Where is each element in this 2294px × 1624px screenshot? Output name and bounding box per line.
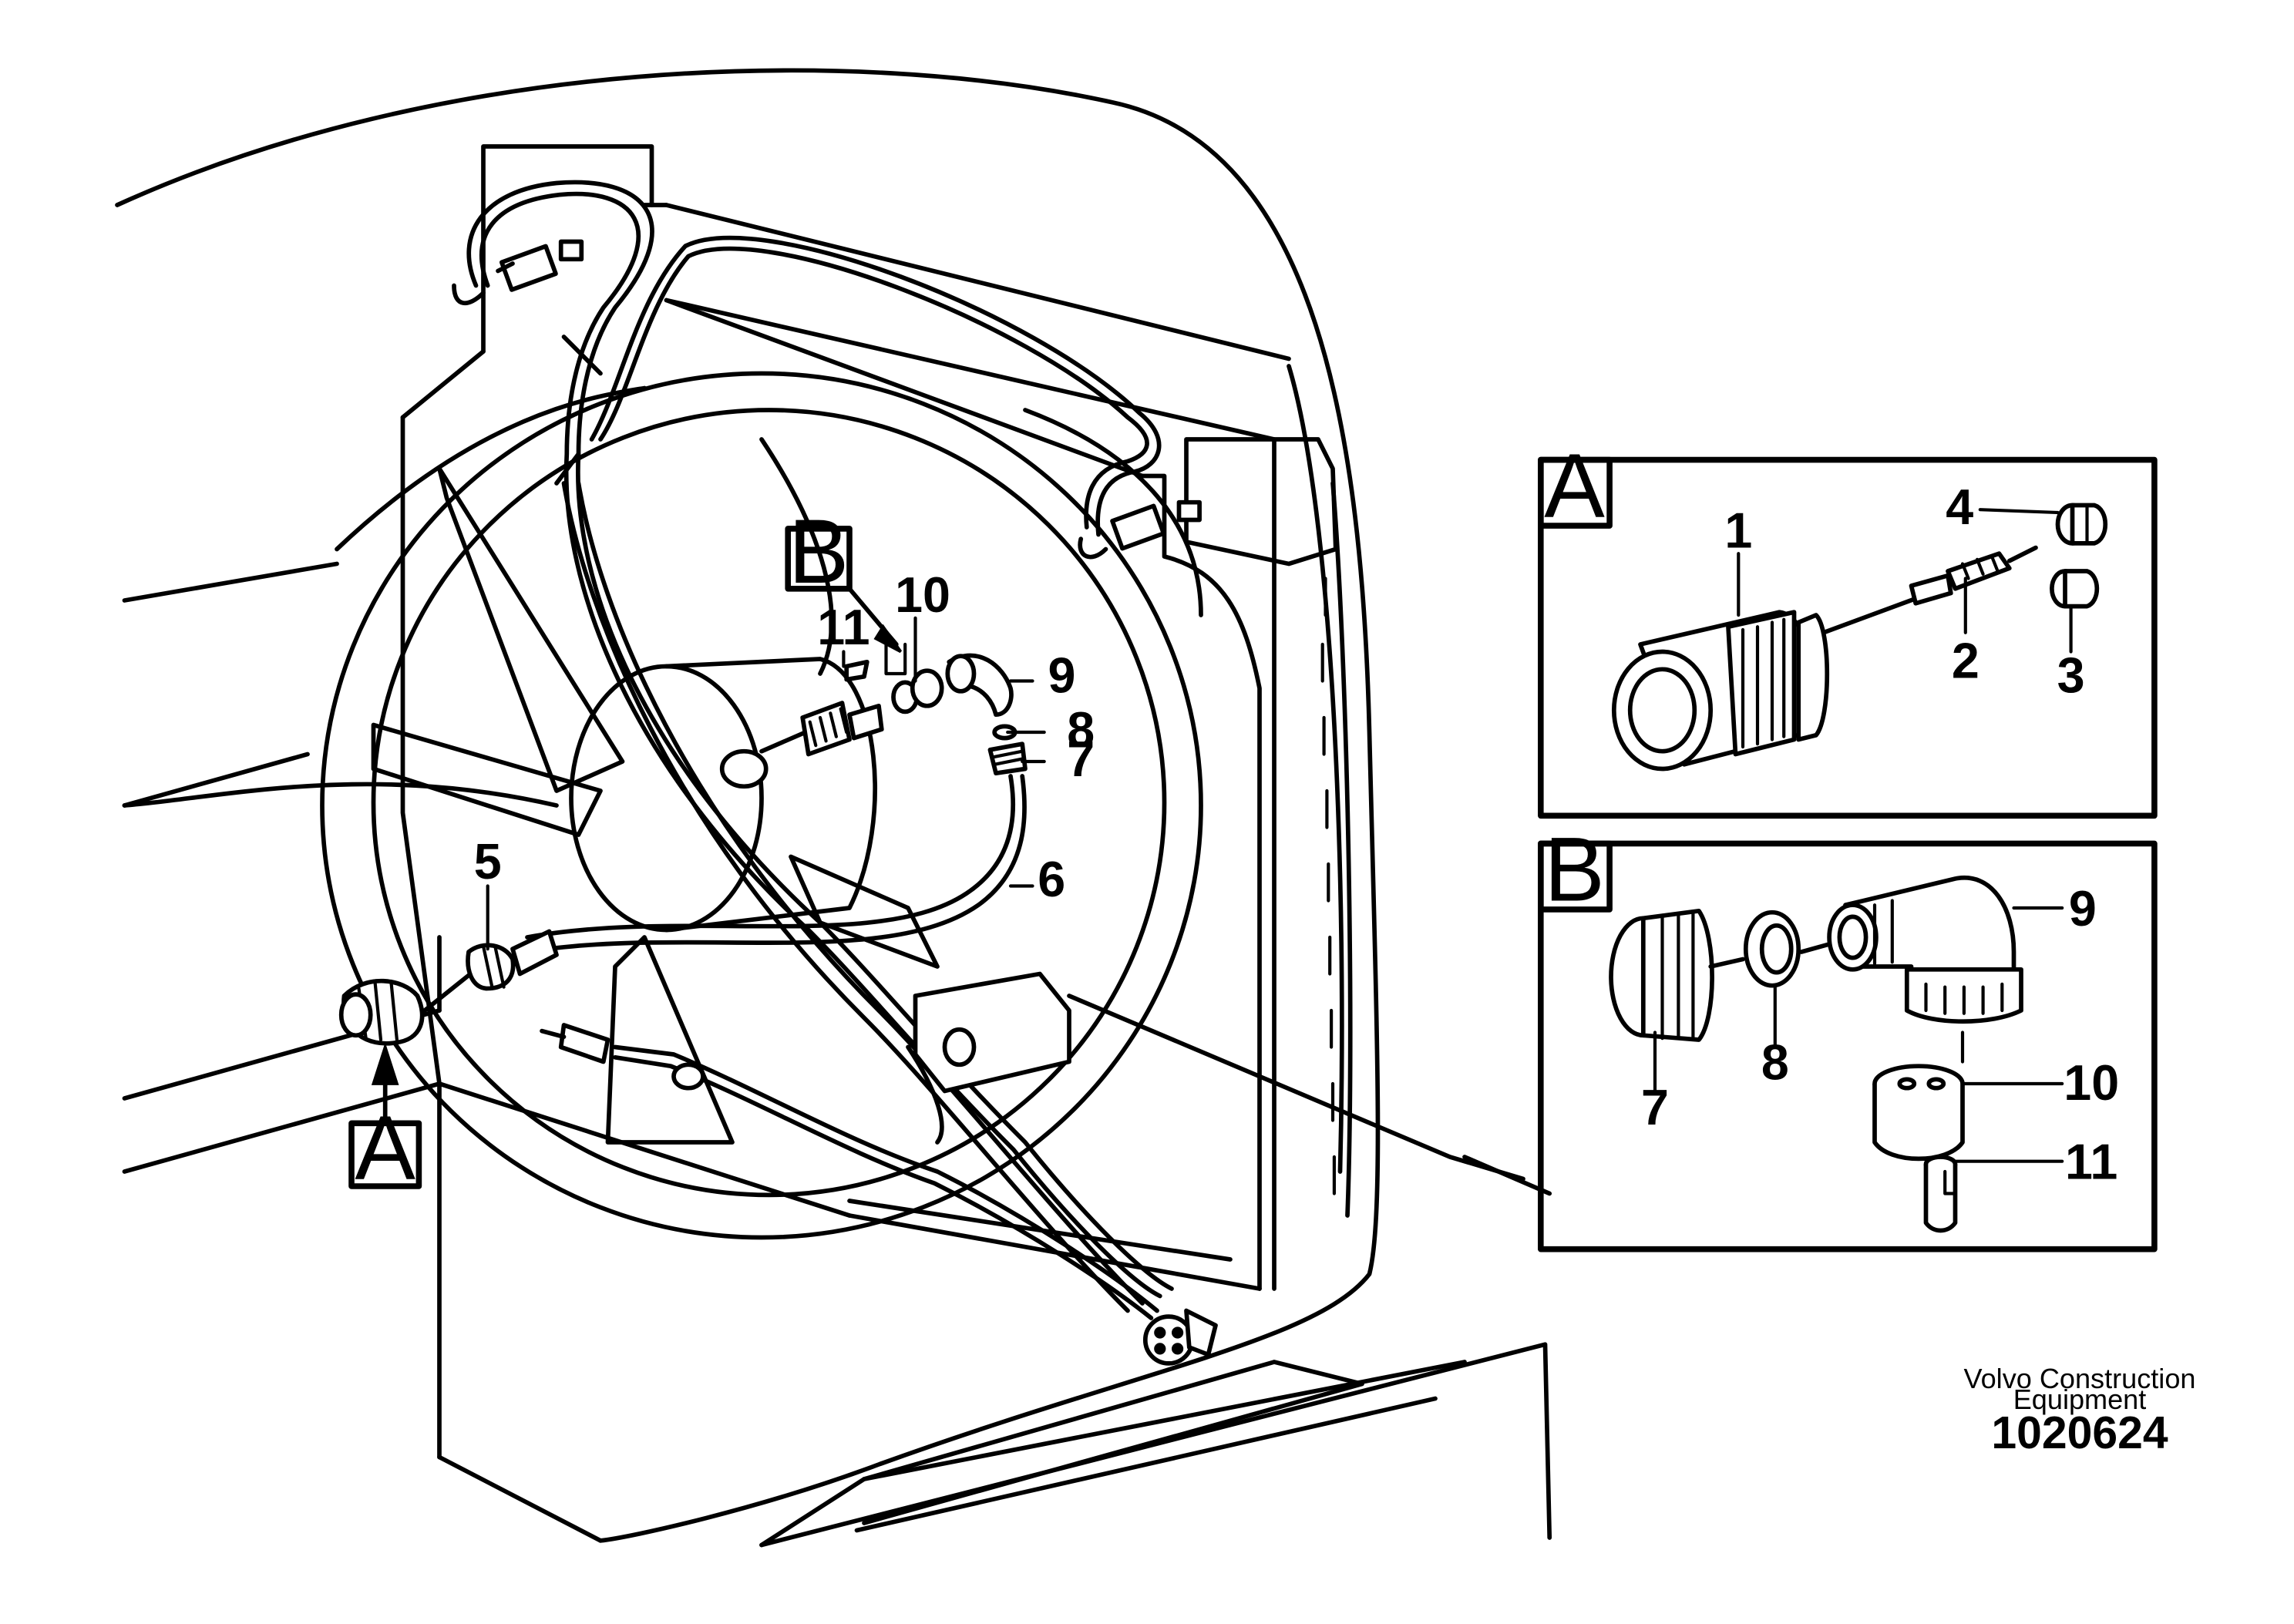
detail-b-labels: 7 8 9 10 11 <box>1641 881 2119 1190</box>
connector-housing <box>1611 595 1921 772</box>
main-part-label: 7 <box>1067 731 1095 787</box>
top-left-connector <box>452 239 584 306</box>
top-right-connector <box>1078 499 1202 560</box>
wiring-harness <box>466 180 1174 1320</box>
callout-a-label: A <box>355 1097 415 1199</box>
part-label: 9 <box>2069 881 2097 936</box>
leader-lines <box>371 586 1046 1123</box>
plug-connector-a <box>338 929 559 1046</box>
main-part-label: 8 <box>1067 702 1095 758</box>
main-part-labels: 5 6 7 8 9 10 11 <box>474 567 1095 907</box>
detail-b-title: B <box>1544 818 1605 920</box>
seal-ring <box>1743 910 1831 988</box>
main-part-label: 9 <box>1048 648 1076 704</box>
union-nut <box>1609 908 1745 1042</box>
part-label: 2 <box>1952 634 1980 689</box>
detail-a-labels: 1 2 3 4 <box>1724 479 2084 704</box>
elbow-connector <box>1827 875 2023 1064</box>
part-label: 10 <box>2064 1055 2119 1111</box>
detail-view-a: A <box>1538 435 2158 819</box>
main-assembly-view: 5 6 7 8 9 10 11 B A <box>115 68 1552 1548</box>
terminal-pin <box>1909 545 2038 606</box>
part-label: 4 <box>1946 479 1973 535</box>
main-part-label: 11 <box>817 600 870 655</box>
company-name-line2: Equipment <box>2013 1384 2147 1415</box>
fan-ring <box>320 371 1203 1240</box>
company-name-line1: Volvo Construction <box>1964 1363 2196 1394</box>
part-label: 1 <box>1724 503 1752 559</box>
fan-hub <box>569 657 877 933</box>
seal-plug <box>2055 503 2107 546</box>
main-part-label: 6 <box>1038 852 1065 907</box>
machine-body-outline <box>115 68 1552 1548</box>
detail-view-b: B <box>1538 818 2158 1252</box>
sensor-housing <box>1872 1064 1965 1162</box>
cavity-plug <box>2050 569 2100 609</box>
fan-shroud-frame <box>437 144 1338 1291</box>
part-label: 11 <box>2065 1135 2117 1190</box>
sensor-pin <box>1923 1155 1958 1233</box>
main-part-label: 5 <box>474 834 502 889</box>
detail-b-leaders <box>1653 906 2064 1163</box>
lower-sensor-plug <box>540 971 1071 1094</box>
detail-a-leaders <box>1737 508 2073 654</box>
footer: Volvo Construction Equipment 1020624 <box>1964 1363 2196 1458</box>
part-label: 7 <box>1641 1080 1669 1135</box>
bottom-connector <box>1142 1308 1218 1366</box>
detail-b-callout: B <box>785 500 853 602</box>
fan-blades <box>371 437 940 1145</box>
part-label: 3 <box>2057 648 2085 704</box>
detail-a-title: A <box>1544 435 1605 536</box>
sensor-assembly <box>759 642 1028 776</box>
main-part-label: 10 <box>895 567 950 623</box>
part-label: 8 <box>1761 1034 1789 1090</box>
callout-b-label: B <box>789 500 849 602</box>
detail-a-callout: A <box>348 1097 422 1199</box>
document-number: 1020624 <box>1991 1408 2168 1458</box>
